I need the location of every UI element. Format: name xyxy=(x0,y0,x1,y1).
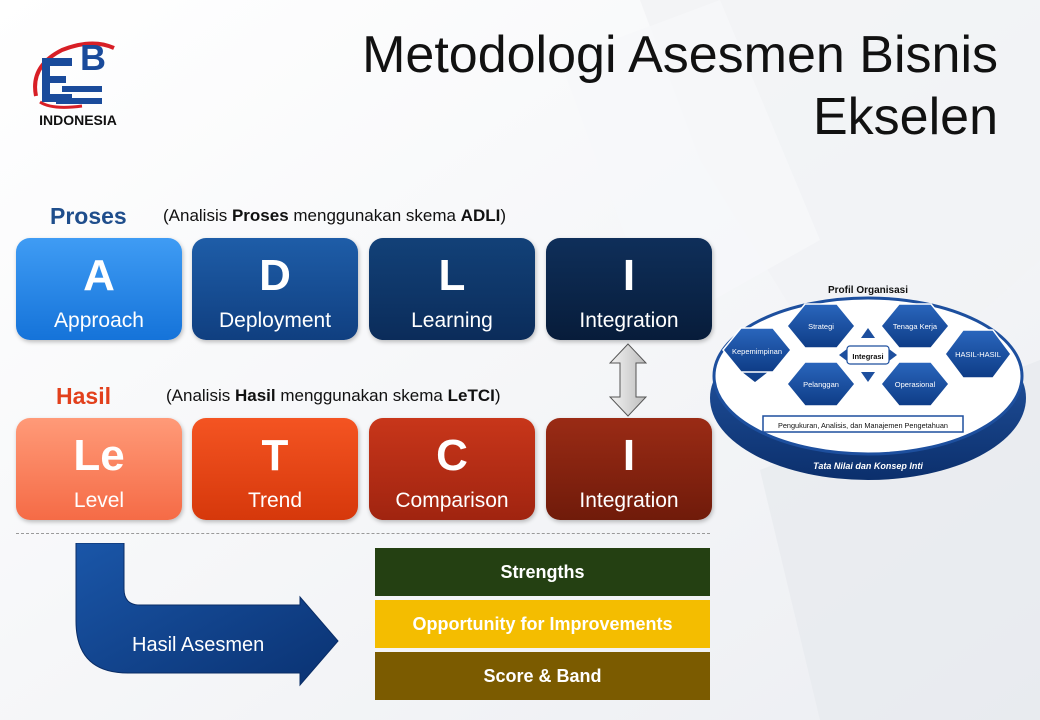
hexagon-tenaga-kerja: Tenaga Kerja xyxy=(880,303,950,349)
framework-bottom-label: Tata Nilai dan Konsep Inti xyxy=(813,461,923,471)
tile-comparison: C Comparison xyxy=(369,418,535,520)
hexagon-label: Tenaga Kerja xyxy=(893,322,938,331)
tile-letter: Le xyxy=(73,431,125,480)
double-arrow-icon xyxy=(609,343,647,417)
hasil-label: Hasil xyxy=(56,383,111,409)
proses-note-bold-2: ADLI xyxy=(460,206,501,225)
tile-letter: A xyxy=(83,251,115,300)
result-score-band: Score & Band xyxy=(375,652,710,700)
hexagon-hasil-hasil: HASIL-HASIL xyxy=(944,329,1012,379)
hexagon-label: Operasional xyxy=(895,380,936,389)
arrow-up-icon xyxy=(861,328,875,338)
tile-word: Level xyxy=(73,489,125,512)
proses-note-mid: menggunakan skema xyxy=(288,206,461,225)
arrow-right-icon xyxy=(889,349,897,361)
tile-deployment: D Deployment xyxy=(192,238,358,340)
title-line-1: Metodologi Asesmen Bisnis xyxy=(362,26,998,84)
result-arrow-icon xyxy=(75,543,339,687)
proses-note-close: ) xyxy=(500,206,507,225)
tile-letter: D xyxy=(259,251,291,300)
tile-word: Integration xyxy=(579,309,679,332)
tile-word: Approach xyxy=(54,309,144,332)
framework-diagram: Profil Organisasi Kepemimpinan Strategi … xyxy=(710,285,1026,480)
arrow-left-icon xyxy=(839,349,847,361)
tile-letter: T xyxy=(261,431,289,480)
page-title: Metodologi Asesmen Bisnis Ekselen xyxy=(238,24,998,148)
logo: B INDONESIA xyxy=(22,36,134,136)
tile-letter: C xyxy=(436,431,468,480)
tile-learning: L Learning xyxy=(369,238,535,340)
tile-letter: L xyxy=(438,251,466,300)
tile-trend: T Trend xyxy=(192,418,358,520)
tile-integration-hasil: I Integration xyxy=(546,418,712,520)
hexagon-label: Strategi xyxy=(808,322,834,331)
tile-word: Deployment xyxy=(218,309,332,332)
arrow-down-icon xyxy=(861,372,875,382)
dashed-divider xyxy=(16,533,710,534)
hasil-note-bold-1: Hasil xyxy=(234,386,276,405)
framework-center-label: Integrasi xyxy=(852,352,883,361)
title-line-2: Ekselen xyxy=(813,88,998,146)
tile-letter: I xyxy=(622,431,636,480)
tile-approach: A Approach xyxy=(16,238,182,340)
tile-level: Le Level xyxy=(16,418,182,520)
proses-label: Proses xyxy=(50,203,127,229)
tile-word: Integration xyxy=(579,489,679,512)
svg-text:B: B xyxy=(80,37,106,78)
hexagon-strategi: Strategi xyxy=(786,303,856,349)
proses-note-open: (Analisis xyxy=(163,206,232,225)
ebe-logo-mark: B xyxy=(33,37,115,109)
hexagon-pelanggan: Pelanggan xyxy=(786,361,856,407)
proses-note: (Analisis Proses menggunakan skema ADLI) xyxy=(163,206,506,226)
tile-letter: I xyxy=(622,251,636,300)
hasil-note: (Analisis Hasil menggunakan skema LeTCI) xyxy=(166,386,501,406)
tile-word: Trend xyxy=(247,489,303,512)
hasil-note-close: ) xyxy=(494,386,501,405)
hasil-note-mid: menggunakan skema xyxy=(275,386,448,405)
hasil-note-bold-2: LeTCI xyxy=(447,386,495,405)
tile-word: Learning xyxy=(411,309,493,332)
proses-note-bold-1: Proses xyxy=(231,206,289,225)
result-strengths: Strengths xyxy=(375,548,710,596)
logo-caption: INDONESIA xyxy=(39,112,117,128)
result-opportunity: Opportunity for Improvements xyxy=(375,600,710,648)
framework-base-bar: Pengukuran, Analisis, dan Manajemen Peng… xyxy=(778,421,948,430)
hexagon-label: Pelanggan xyxy=(803,380,839,389)
hasil-note-open: (Analisis xyxy=(166,386,235,405)
tile-integration-proses: I Integration xyxy=(546,238,712,340)
hexagon-operasional: Operasional xyxy=(880,361,950,407)
result-arrow-label: Hasil Asesmen xyxy=(132,634,265,656)
hexagon-label: Kepemimpinan xyxy=(732,347,782,356)
framework-top-label: Profil Organisasi xyxy=(828,285,908,296)
hexagon-label: HASIL-HASIL xyxy=(955,350,1001,359)
tile-word: Comparison xyxy=(395,489,509,512)
hexagon-kepemimpinan: Kepemimpinan xyxy=(722,326,792,384)
